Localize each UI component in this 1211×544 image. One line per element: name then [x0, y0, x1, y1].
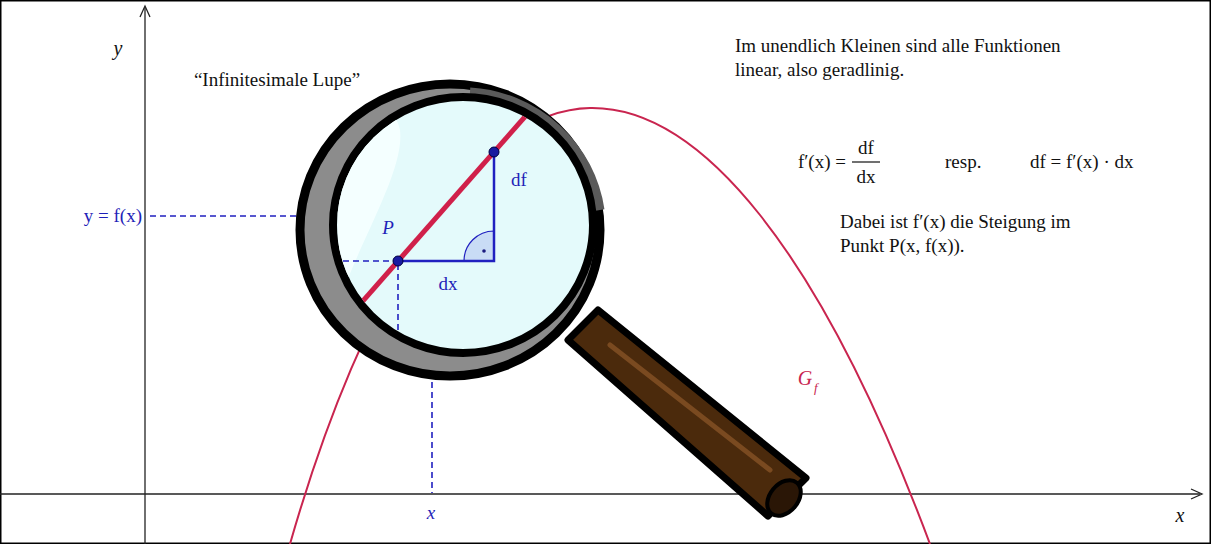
fraction-bar — [852, 161, 880, 162]
function-value-label: y = f(x) — [84, 204, 142, 228]
fraction-denominator: dx — [857, 165, 876, 189]
formula-part: f′(x) = — [798, 150, 846, 174]
axis-value-label-holder: x — [427, 501, 435, 525]
slope-triangle — [398, 152, 494, 261]
right-angle-mark — [464, 231, 494, 261]
explanation-text: Im unendlich Kleinen sind alle Funktione… — [735, 34, 1065, 82]
y-axis — [144, 8, 145, 544]
magnifier-handle — [568, 310, 806, 516]
point-q — [489, 147, 499, 157]
graph-label-subscript-holder: f — [814, 380, 818, 396]
formula-part: resp. — [945, 150, 981, 174]
axis-label: y — [114, 36, 123, 61]
differential-label-holder: dx — [439, 272, 458, 296]
dashed-guide — [431, 382, 433, 493]
axis-value-label: x — [427, 501, 435, 525]
graph-label-holder: G — [798, 366, 812, 391]
differential-label: dx — [439, 272, 458, 296]
explanation-text-holder: Im unendlich Kleinen sind alle Funktione… — [735, 34, 1065, 82]
lens-content — [335, 94, 545, 340]
graph-label-subscript: f — [814, 380, 818, 396]
dashed-guide — [343, 260, 396, 262]
formula-part-holder: df = f′(x) · dx — [1030, 150, 1134, 174]
dashed-guide — [150, 215, 300, 217]
title-note-holder: “Infinitesimale Lupe” — [192, 68, 362, 92]
graph-label: G — [798, 366, 812, 391]
handle-highlight — [610, 345, 770, 470]
differential-label-holder: df — [511, 168, 527, 192]
right-angle-dot — [482, 249, 486, 253]
formula-part: df = f′(x) · dx — [1030, 150, 1134, 174]
fraction-numerator: df — [858, 136, 874, 160]
point-label: P — [382, 216, 394, 240]
point-label-holder: P — [382, 216, 394, 240]
y-axis-arrow — [140, 6, 150, 17]
fraction-numerator-holder: df — [858, 136, 874, 160]
function-value-label-holder: y = f(x) — [84, 204, 142, 228]
formula-part-holder: f′(x) = — [798, 150, 846, 174]
tangent-line — [340, 94, 545, 327]
axis-label-holder: x — [1176, 503, 1185, 528]
explanation-text-holder: Dabei ist f′(x) die Steigung im Punkt P(… — [840, 210, 1095, 258]
differential-label: df — [511, 168, 527, 192]
axis-label-holder: y — [114, 36, 123, 61]
handle-end — [760, 474, 807, 523]
explanation-text: Dabei ist f′(x) die Steigung im Punkt P(… — [840, 210, 1095, 258]
formula-part-holder: resp. — [945, 150, 981, 174]
magnifier-rim — [300, 84, 600, 376]
axis-label: x — [1176, 503, 1185, 528]
dashed-guide — [397, 264, 399, 340]
magnifier-lens — [333, 97, 593, 353]
fraction-denominator-holder: dx — [857, 165, 876, 189]
title-note: “Infinitesimale Lupe” — [192, 68, 362, 92]
point-p — [393, 256, 403, 266]
x-axis-arrow — [1191, 489, 1202, 499]
x-axis — [0, 493, 1200, 494]
